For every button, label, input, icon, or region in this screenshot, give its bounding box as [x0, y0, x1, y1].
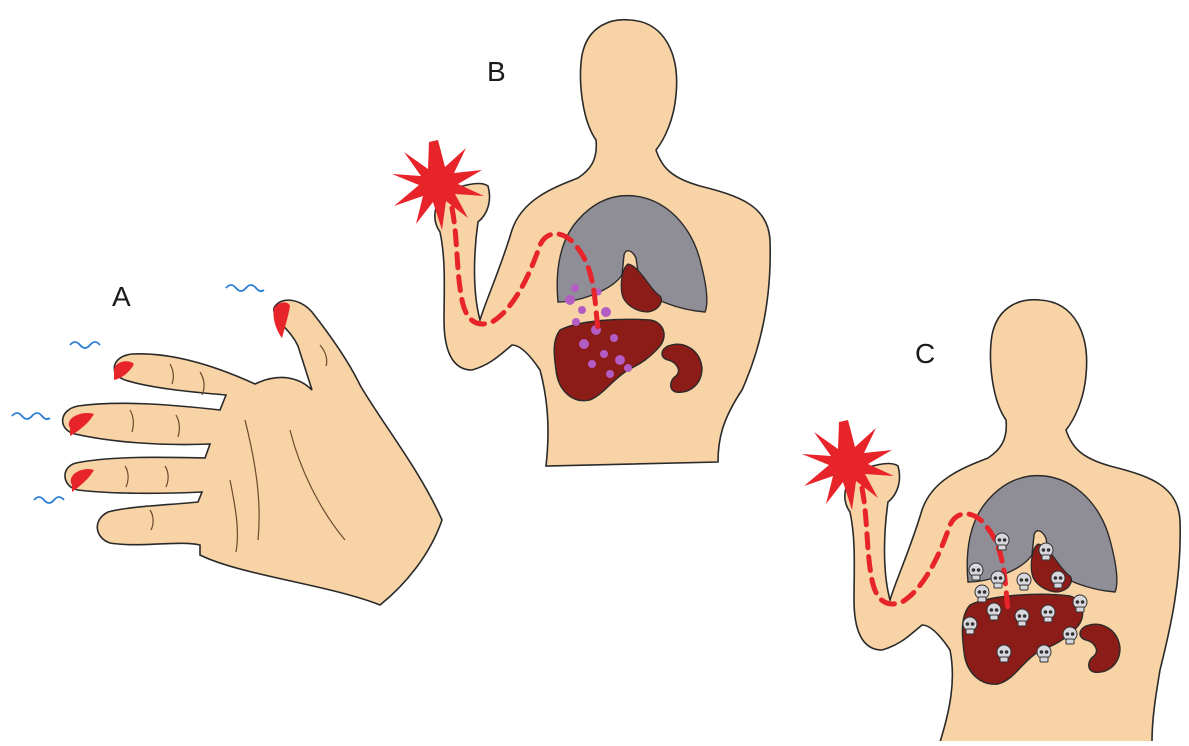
panel-b-torso: [392, 20, 770, 466]
panel-c-torso: [802, 300, 1180, 741]
panel-c-label: C: [915, 340, 935, 368]
panel-b-label: B: [487, 58, 506, 86]
panel-a-label: A: [112, 283, 131, 311]
panel-a-hand: [12, 285, 442, 605]
